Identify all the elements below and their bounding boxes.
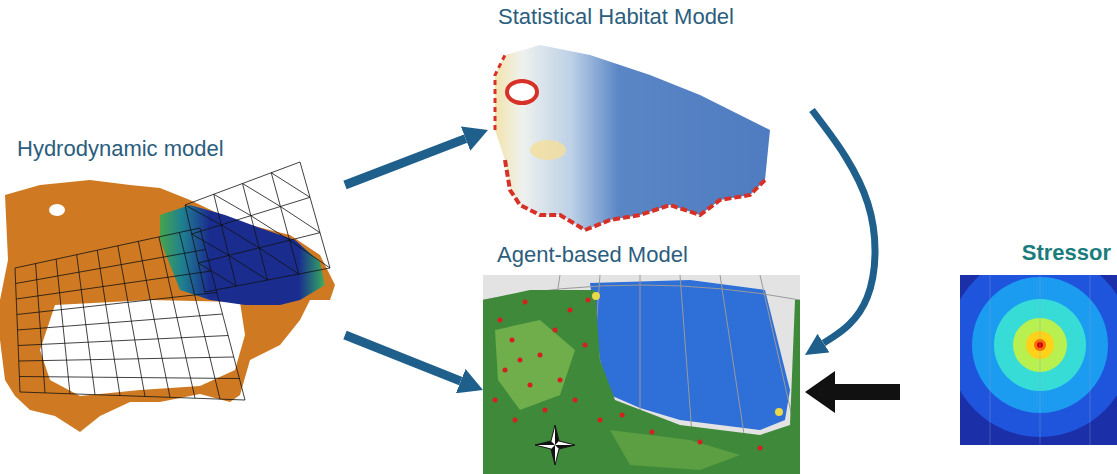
agent-map xyxy=(483,275,800,474)
land-area xyxy=(483,290,800,474)
lake xyxy=(49,204,65,216)
habitat-hotspot-edge xyxy=(495,55,505,130)
stressor-field xyxy=(960,275,1117,445)
habitat-hotspot-coast xyxy=(505,160,765,230)
flow-arrow xyxy=(835,384,900,400)
model-title: Hydrodynamic model xyxy=(17,136,224,162)
flow-arrow xyxy=(345,139,466,185)
shore-patch xyxy=(775,408,783,416)
compass-rose xyxy=(535,425,575,465)
habitat-hotspot-ring xyxy=(507,81,537,103)
flow-arrow xyxy=(812,110,875,343)
habitat-surface xyxy=(495,45,770,230)
mesh-grid xyxy=(15,228,245,400)
habitat-patch xyxy=(530,140,566,160)
land-area xyxy=(0,180,335,432)
model-title: Statistical Habitat Model xyxy=(498,4,734,30)
hydrodynamic-map xyxy=(0,162,335,432)
habitat-panel: Statistical Habitat Model xyxy=(488,0,812,238)
model-mesh xyxy=(15,162,330,400)
stressor-title: Stressor xyxy=(1022,240,1111,266)
model-title: Agent-based Model xyxy=(497,242,688,268)
field-ring xyxy=(960,275,1117,437)
habitat-map xyxy=(495,45,770,230)
shore-patch xyxy=(592,292,600,300)
agent-panel: Agent-based Model xyxy=(483,240,805,474)
map-ground xyxy=(483,275,800,474)
agent-dots xyxy=(493,298,763,451)
mesh-triangles xyxy=(185,162,330,292)
flow-arrow xyxy=(345,335,461,381)
stressor-panel: Stressor xyxy=(900,232,1117,447)
field-grid xyxy=(990,275,1090,445)
graticule xyxy=(483,275,800,474)
land-highlight xyxy=(495,320,575,410)
land-highlight xyxy=(610,430,740,470)
hydrodynamic-panel: Hydrodynamic model xyxy=(0,128,345,438)
